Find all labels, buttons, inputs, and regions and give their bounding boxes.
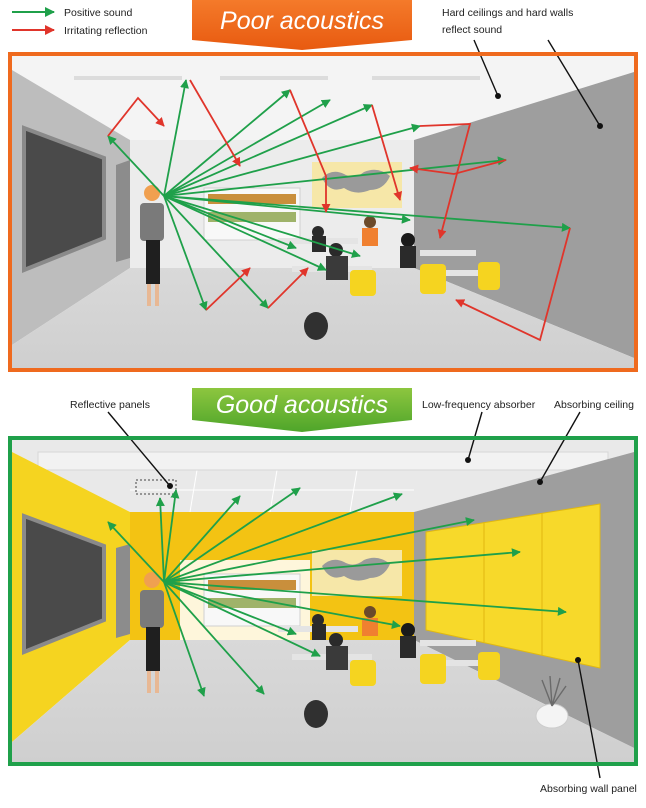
callout-reflective-panels: Reflective panels: [70, 399, 150, 411]
right-wall: [414, 72, 634, 358]
callout-absorbing-ceiling: Absorbing ceiling: [554, 399, 634, 411]
callout-hard-surfaces-line1: Hard ceilings and hard walls: [442, 7, 573, 19]
ceiling-light-icon: [74, 76, 182, 80]
teacher: [140, 185, 164, 306]
students-and-desks: [278, 606, 569, 729]
poor-acoustics-banner: Poor acoustics: [192, 0, 412, 50]
ceiling-light-icon: [220, 76, 328, 80]
good-acoustics-banner: Good acoustics: [192, 388, 412, 432]
irritating-reflection-rays: [107, 79, 571, 342]
backpack: [304, 700, 328, 728]
door: [116, 544, 130, 638]
blackboard: [22, 513, 106, 655]
reflective-panel: [135, 479, 177, 495]
callout-hard-surfaces-line2: reflect sound: [442, 24, 502, 36]
legend-positive-label: Positive sound: [64, 7, 132, 19]
banner-title: Good acoustics: [216, 391, 388, 419]
door: [116, 160, 130, 262]
low-frequency-absorber: [37, 451, 609, 471]
poor-classroom-scene: [8, 39, 638, 372]
floor: [12, 640, 634, 762]
students-and-desks: [278, 216, 500, 340]
legend-irritating-label: Irritating reflection: [64, 25, 148, 37]
good-classroom-scene: [8, 411, 638, 779]
banner-title: Poor acoustics: [220, 7, 384, 35]
potted-plant: [535, 675, 569, 729]
callout-low-frequency-absorber: Low-frequency absorber: [422, 399, 536, 411]
positive-sound-rays: [107, 487, 567, 697]
blackboard: [22, 125, 106, 273]
ceiling-light-icon: [372, 76, 480, 80]
positive-sound-rays: [107, 79, 571, 311]
backpack: [304, 312, 328, 340]
poor-acoustics-frame: [8, 52, 638, 372]
teacher: [140, 572, 164, 693]
good-acoustics-frame: [8, 436, 638, 766]
callout-absorbing-wall-panel: Absorbing wall panel: [540, 783, 637, 795]
legend: Positive sound Irritating reflection: [12, 7, 148, 37]
